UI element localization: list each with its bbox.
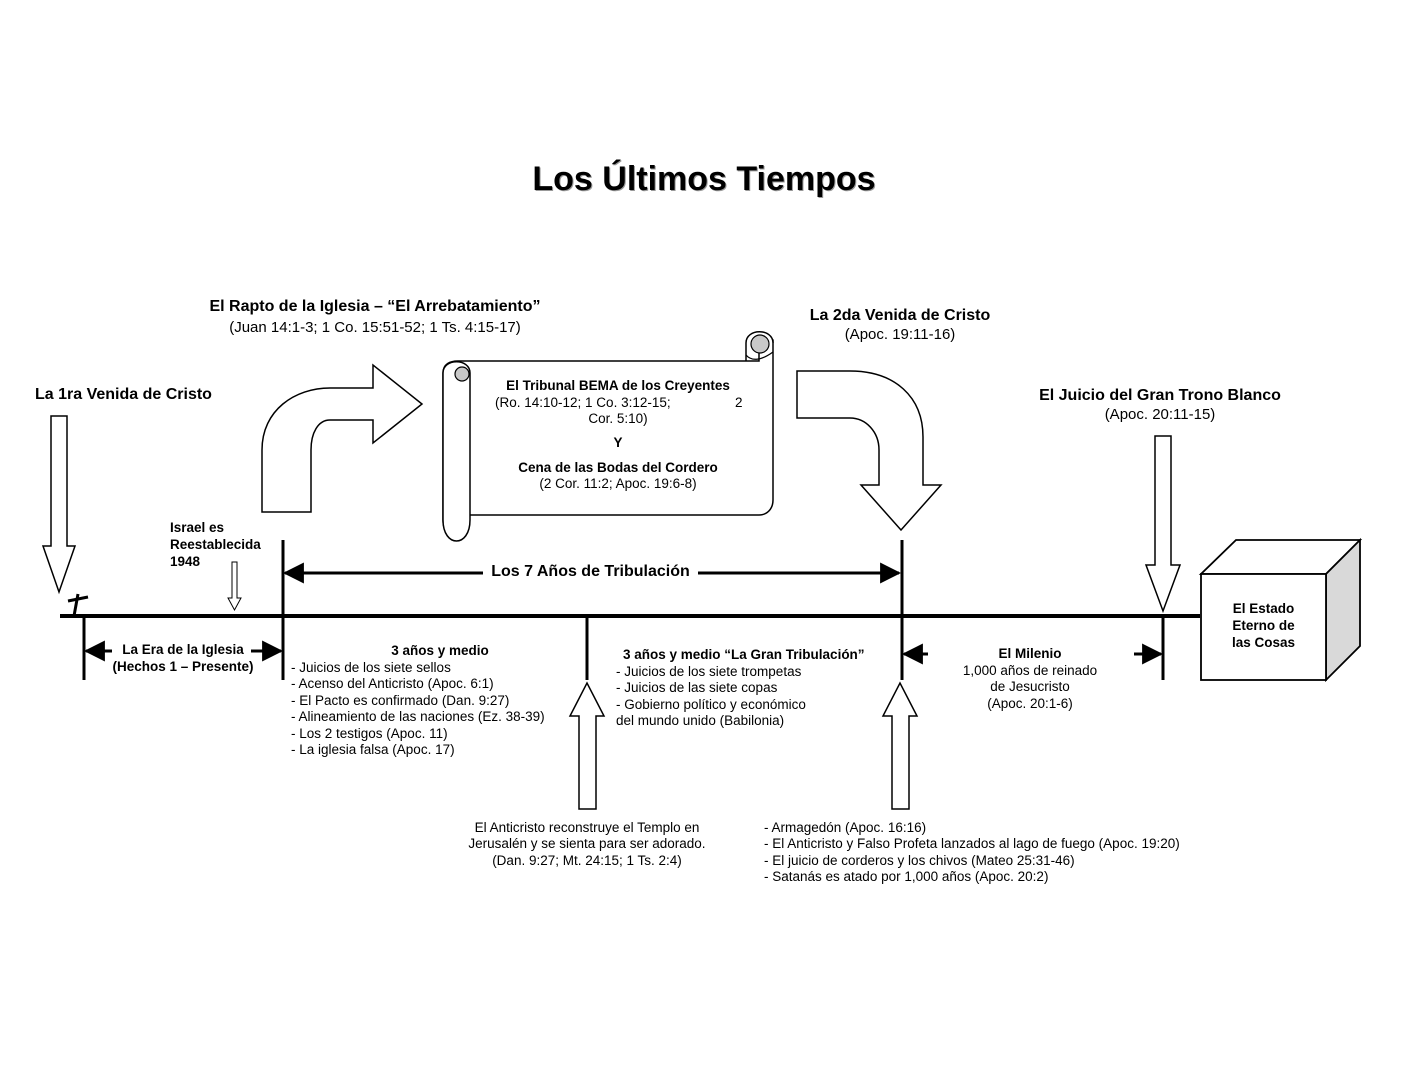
down-arrow-first-coming <box>41 415 77 595</box>
eternal-line: El Estado <box>1232 601 1295 616</box>
list-item: - El Pacto es confirmado (Dan. 9:27) <box>291 692 510 708</box>
list-item: - La iglesia falsa (Apoc. 17) <box>291 742 455 758</box>
millennium-title: El Milenio <box>998 646 1062 661</box>
second-coming-title: La 2da Venida de Cristo <box>809 307 991 324</box>
white-throne-title: El Juicio del Gran Trono Blanco <box>1039 387 1281 404</box>
bema-refs-a: (Ro. 14:10-12; 1 Co. 3:12-15; <box>495 395 671 410</box>
scroll <box>442 331 774 542</box>
israel-line: Israel es <box>170 520 225 535</box>
up-arrow-armageddon <box>881 681 919 810</box>
list-item: - Gobierno político y económico <box>616 696 806 712</box>
note-line: (Dan. 9:27; Mt. 24:15; 1 Ts. 2:4) <box>492 852 682 868</box>
millennium-desc: 1,000 años de reinado de Jesucristo (Apo… <box>940 663 1120 712</box>
israel-label: Israel es Reestablecida 1948 <box>170 519 261 570</box>
first-coming-title: La 1ra Venida de Cristo <box>35 386 212 403</box>
antichrist-temple-note: El Anticristo reconstruye el Templo en J… <box>437 820 737 869</box>
list-item: - El Anticristo y Falso Profeta lanzados… <box>764 836 1180 852</box>
white-throne-refs: (Apoc. 20:11-15) <box>1104 406 1216 423</box>
armageddon-list: - Armagedón (Apoc. 16:16) - El Anticrist… <box>764 820 1180 886</box>
curved-arrow-rapture <box>261 363 424 513</box>
israel-line: 1948 <box>170 554 201 569</box>
church-age-refs: (Hechos 1 – Presente) <box>112 659 254 674</box>
second-half-title: 3 años y medio “La Gran Tribulación” <box>623 647 865 662</box>
down-arrow-israel <box>227 561 242 612</box>
millennium-line: de Jesucristo <box>990 679 1070 695</box>
list-item: - El juicio de corderos y los chivos (Ma… <box>764 852 1075 868</box>
millennium-line: 1,000 años de reinado <box>962 663 1098 678</box>
down-arrow-white-throne <box>1144 435 1182 614</box>
curved-arrow-second-coming <box>796 370 943 532</box>
eternal-state-label: El Estado Eterno de las Cosas <box>1201 600 1326 651</box>
first-half-title: 3 años y medio <box>391 643 489 658</box>
bema-refs-c: Cor. 5:10) <box>588 411 648 426</box>
cross-icon <box>67 593 89 617</box>
israel-line: Reestablecida <box>170 537 261 552</box>
list-item: - Juicios de los siete trompetas <box>616 664 802 679</box>
list-item: - Armagedón (Apoc. 16:16) <box>764 820 927 835</box>
rapture-title: El Rapto de la Iglesia – “El Arrebatamie… <box>209 298 541 315</box>
bema-title: El Tribunal BEMA de los Creyentes <box>506 378 730 393</box>
wedding-refs: (2 Cor. 11:2; Apoc. 19:6-8) <box>539 476 697 491</box>
up-arrow-antichrist <box>568 681 606 810</box>
bema-refs-b: 2 <box>735 395 743 410</box>
second-half-list: - Juicios de los siete trompetas - Juici… <box>616 664 806 730</box>
scroll-conjunction: Y <box>613 435 623 450</box>
second-coming-refs: (Apoc. 19:11-16) <box>844 326 956 343</box>
tribulation-label: Los 7 Años de Tribulación <box>491 563 690 580</box>
list-item: - Juicios de los siete sellos <box>291 660 451 675</box>
list-item: - Satanás es atado por 1,000 años (Apoc.… <box>764 869 1049 885</box>
list-item: - Juicios de las siete copas <box>616 680 778 696</box>
eternal-line: Eterno de <box>1232 618 1295 633</box>
rapture-refs: (Juan 14:1-3; 1 Co. 15:51-52; 1 Ts. 4:15… <box>229 319 521 336</box>
note-line: Jerusalén y se sienta para ser adorado. <box>468 836 706 852</box>
note-line: El Anticristo reconstruye el Templo en <box>474 820 700 835</box>
millennium-line: (Apoc. 20:1-6) <box>987 695 1073 711</box>
cube <box>1198 537 1363 683</box>
first-half-list: - Juicios de los siete sellos - Acenso d… <box>291 660 545 758</box>
list-item: - Los 2 testigos (Apoc. 11) <box>291 725 448 741</box>
list-item: - Alineamiento de las naciones (Ez. 38-3… <box>291 709 545 725</box>
list-item: - Acenso del Anticristo (Apoc. 6:1) <box>291 676 494 692</box>
church-age-label: La Era de la Iglesia <box>122 642 244 657</box>
eternal-line: las Cosas <box>1231 635 1296 650</box>
wedding-title: Cena de las Bodas del Cordero <box>518 460 718 475</box>
list-item: del mundo unido (Babilonia) <box>616 713 785 729</box>
page-title: Los Últimos Tiempos <box>532 160 876 198</box>
